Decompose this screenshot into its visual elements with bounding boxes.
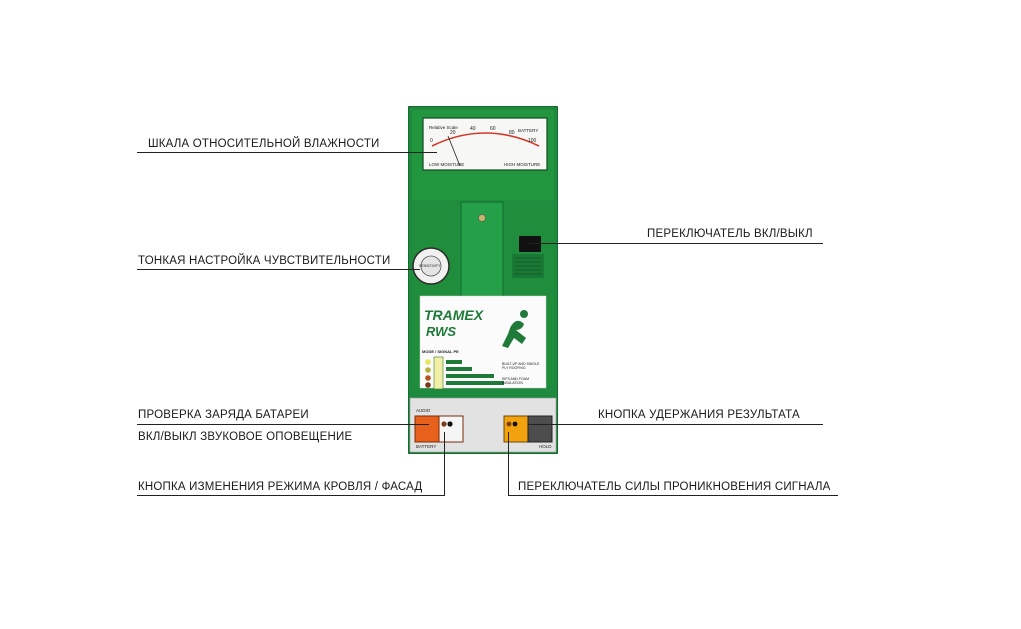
leader-penetration [508,495,838,496]
audio-toggle-button [438,415,464,443]
leader-sensitivity [137,269,420,270]
leader-penetration-vertical [508,432,509,496]
hold-button [527,415,553,443]
label-battery-check: ПРОВЕРКА ЗАРЯДА БАТАРЕИ [138,409,309,421]
meter-high-moisture: HIGH MOISTURE [504,162,541,167]
leader-mode-vertical [444,432,445,496]
moisture-meter-scale [422,117,548,171]
label-mode: КНОПКА ИЗМЕНЕНИЯ РЕЖИМА КРОВЛЯ / ФАСАД [138,481,423,493]
meter-battery-mark: BATTERY [518,128,539,133]
moisture-meter-device: TRAMEX RWS Relative Scale 0 20 40 60 80 … [407,105,559,455]
button-hold-label: HOLD [539,444,552,449]
mode-panel-insulation: EIFS AND FOAM INSULATION [502,377,530,385]
dial-label: SENSITIVITY [419,264,441,268]
label-audio: ВКЛ/ВЫКЛ ЗВУКОВОЕ ОПОВЕЩЕНИЕ [138,431,353,443]
mode-panel-title: MODE / SIGNAL PE [422,349,459,354]
leader-scale [137,152,437,153]
button-battery-label: BATTERY [416,444,437,449]
leader-battery-check [137,424,429,425]
label-scale: ШКАЛА ОТНОСИТЕЛЬНОЙ ВЛАЖНОСТИ [148,138,380,150]
label-power-switch: ПЕРЕКЛЮЧАТЕЛЬ ВКЛ/ВЫКЛ [647,228,813,240]
meter-needle [447,135,461,167]
meter-tick-20: 20 [450,130,456,136]
mode-panel-roof: BUILT-UP AND SINGLE PLY ROOFING [502,362,540,370]
label-penetration: ПЕРЕКЛЮЧАТЕЛЬ СИЛЫ ПРОНИКНОВЕНИЯ СИГНАЛА [518,481,831,493]
device-drawing: TRAMEX RWS [407,105,559,455]
leader-mode [137,495,445,496]
label-hold: КНОПКА УДЕРЖАНИЯ РЕЗУЛЬТАТА [598,409,800,421]
svg-text:TRAMEX: TRAMEX [424,307,485,323]
meter-tick-0: 0 [430,138,433,144]
label-sensitivity: ТОНКАЯ НАСТРОЙКА ЧУВСТВИТЕЛЬНОСТИ [138,255,391,267]
power-switch [519,236,541,252]
meter-low-moisture: LOW MOISTURE [429,162,465,167]
meter-tick-40: 40 [470,126,476,132]
leader-hold [528,424,823,425]
button-audio-label: AUDIO [416,408,431,413]
meter-relative-scale: Relative Scale [429,125,458,130]
meter-tick-60: 60 [490,126,496,132]
svg-text:RWS: RWS [426,324,456,339]
battery-check-button [414,415,440,443]
leader-power-switch [528,243,823,244]
meter-tick-80: 80 [509,130,515,136]
meter-tick-100: 100 [528,138,537,144]
